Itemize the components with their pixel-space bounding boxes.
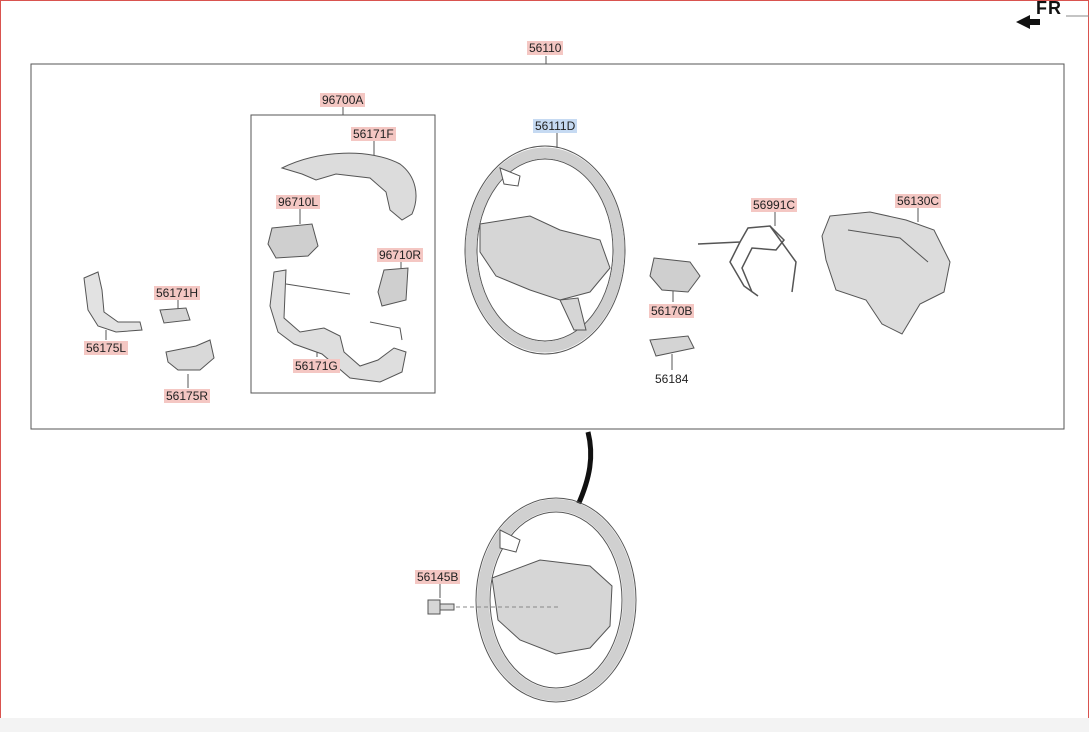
part-56145b — [427, 599, 560, 615]
front-direction-label: FR — [1036, 0, 1062, 18]
part-56170b — [649, 257, 701, 293]
part-56184 — [649, 335, 695, 357]
label-56184: 56184 — [655, 372, 689, 386]
part-56175r — [165, 339, 215, 371]
label-96710l: 96710L — [276, 195, 321, 209]
label-56991c: 56991C — [751, 198, 798, 212]
part-56991c — [697, 225, 797, 297]
label-56145b: 56145B — [415, 570, 461, 584]
label-56170b: 56170B — [649, 304, 695, 318]
lower-steering-wheel — [475, 497, 637, 703]
part-56130c — [821, 211, 951, 335]
part-56171h — [159, 307, 191, 324]
part-56175l — [83, 271, 143, 333]
assembly-box — [30, 63, 1065, 430]
label-96700a: 96700A — [320, 93, 366, 107]
label-56111d: 56111D — [533, 119, 578, 133]
label-56175r: 56175R — [164, 389, 211, 403]
label-56171f: 56171F — [351, 127, 396, 141]
label-56171h: 56171H — [154, 286, 201, 300]
label-56171g: 56171G — [293, 359, 340, 373]
label-56130c: 56130C — [895, 194, 942, 208]
label-96710r: 96710R — [377, 248, 424, 262]
label-56175l: 56175L — [84, 341, 129, 355]
label-56110: 56110 — [527, 41, 564, 55]
part-56171f — [280, 152, 417, 221]
bottom-strip — [0, 718, 1089, 732]
front-arrow-icon — [1016, 15, 1089, 29]
part-56111d — [464, 145, 626, 355]
part-96710r — [377, 267, 409, 307]
part-96710l — [267, 223, 319, 259]
